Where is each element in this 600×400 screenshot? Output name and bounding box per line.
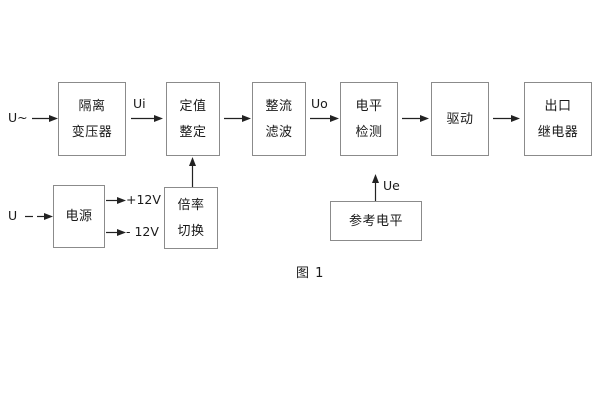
block-setting-value-line2: 整定: [179, 124, 207, 140]
block-drive: 驱动: [431, 82, 489, 156]
arrow-input-dc-to-power-supply: [23, 212, 53, 221]
arrow-setting-value-to-rectify-filter: [224, 114, 251, 123]
block-rectify-filter: 整流 滤波: [252, 82, 306, 156]
arrow-isolation-transformer-to-setting-value: [131, 114, 163, 123]
block-output-relay-line1: 出口: [544, 98, 572, 114]
block-output-relay: 出口 继电器: [524, 82, 592, 156]
block-reference-level: 参考电平: [330, 201, 422, 241]
signal-label-rail-positive: +12V: [126, 192, 161, 207]
block-setting-value: 定值 整定: [166, 82, 220, 156]
arrow-level-detection-to-drive: [402, 114, 429, 123]
block-output-relay-line2: 继电器: [537, 124, 579, 140]
arrow-input-ac-to-isolation-transformer: [32, 114, 58, 123]
block-isolation-transformer-line2: 变压器: [71, 124, 113, 140]
signal-label-input-dc: U: [8, 208, 18, 223]
signal-label-input-ac: U~: [8, 110, 28, 125]
arrow-drive-to-output-relay: [493, 114, 520, 123]
arrow-rectify-filter-to-level-detection: [310, 114, 339, 123]
block-power-supply-line1: 电源: [65, 209, 93, 224]
signal-label-rail-negative: - 12V: [126, 224, 159, 239]
arrow-power-supply-rail-negative: [106, 228, 126, 237]
block-level-detection: 电平 检测: [340, 82, 398, 156]
block-rectify-filter-line1: 整流: [265, 98, 293, 114]
block-level-detection-line2: 检测: [355, 124, 383, 140]
signal-label-uo: Uo: [311, 96, 328, 111]
block-power-supply: 电源: [53, 185, 105, 248]
block-drive-line1: 驱动: [446, 111, 474, 127]
block-multiplier-switch-line2: 切换: [177, 223, 205, 239]
signal-label-ui: Ui: [133, 96, 146, 111]
arrow-reference-level-to-level-detection: [371, 174, 380, 201]
block-setting-value-line1: 定值: [179, 98, 207, 114]
block-multiplier-switch-line1: 倍率: [177, 197, 205, 213]
arrow-power-supply-rail-positive: [106, 196, 126, 205]
block-isolation-transformer: 隔离 变压器: [58, 82, 126, 156]
arrow-multiplier-switch-to-setting-value: [188, 157, 197, 187]
signal-label-ue: Ue: [383, 178, 400, 193]
figure-caption: 图 1: [296, 266, 325, 281]
block-multiplier-switch: 倍率 切换: [164, 187, 218, 249]
block-rectify-filter-line2: 滤波: [265, 124, 293, 140]
block-isolation-transformer-line1: 隔离: [78, 98, 106, 114]
block-reference-level-line1: 参考电平: [348, 213, 403, 229]
block-level-detection-line1: 电平: [355, 98, 383, 114]
